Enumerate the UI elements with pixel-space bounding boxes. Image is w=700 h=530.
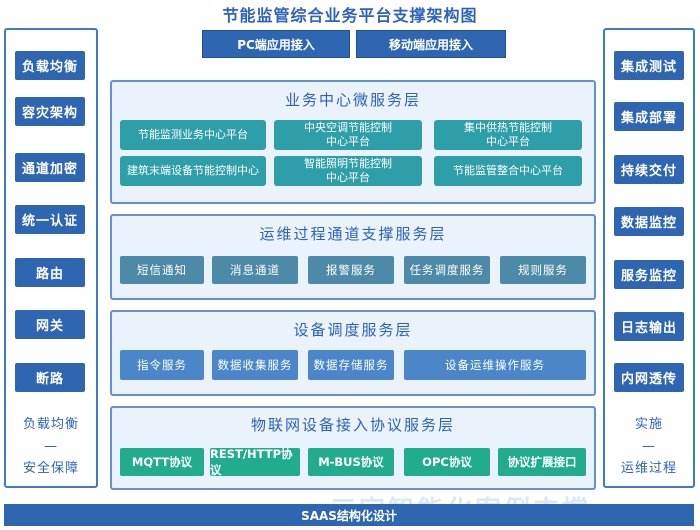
business-box-smart-lighting[interactable]: 智能照明节能控制 中心平台 — [274, 156, 422, 186]
business-box-energy-monitor[interactable]: 节能监测业务中心平台 — [120, 120, 266, 150]
left-item-unified-auth[interactable]: 统一认证 — [15, 205, 85, 234]
iot-protocol-layer: 物联网设备接入协议服务层 MQTT协议 REST/HTTP协议 M-BUS协议 … — [110, 406, 596, 490]
scheduling-layer-title: 设备调度服务层 — [293, 321, 413, 339]
device-scheduling-layer: 设备调度服务层 指令服务 数据收集服务 数据存储服务 设备运维操作服务 — [110, 310, 596, 396]
scheduling-box-device-ops[interactable]: 设备运维操作服务 — [404, 350, 586, 380]
right-item-integration-test[interactable]: 集成测试 — [614, 51, 684, 80]
iot-box-protocol-extension[interactable]: 协议扩展接口 — [498, 448, 586, 476]
page-title: 节能监管综合业务平台支撑架构图 — [222, 6, 478, 25]
left-item-disaster-recovery[interactable]: 容灾架构 — [15, 97, 85, 126]
business-box-text: 中心平台 — [326, 135, 370, 148]
left-item-channel-encryption[interactable]: 通道加密 — [15, 153, 85, 182]
business-box-text: 中心平台 — [486, 135, 530, 148]
left-caption-line-1: 负载均衡 — [22, 417, 79, 432]
business-box-text: 中心平台 — [326, 171, 370, 184]
right-caption-line-1: 实施 — [634, 417, 663, 432]
ops-box-task-scheduling[interactable]: 任务调度服务 — [404, 256, 490, 284]
business-box-text: 集中供热节能控制 — [464, 121, 552, 134]
scheduling-box-data-collection[interactable]: 数据收集服务 — [212, 350, 298, 380]
right-item-continuous-delivery[interactable]: 持续交付 — [614, 155, 684, 184]
left-caption-line-2: 安全保障 — [22, 461, 79, 476]
mobile-access-button[interactable]: 移动端应用接入 — [356, 30, 506, 58]
left-panel: 负载均衡 容灾架构 通道加密 统一认证 路由 网关 断路 负载均衡 — 安全保障 — [4, 28, 98, 488]
left-item-circuit-breaker[interactable]: 断路 — [15, 363, 85, 392]
business-box-text: 节能监测业务中心平台 — [138, 128, 248, 141]
business-box-text: 智能照明节能控制 — [304, 157, 392, 170]
saas-design-bar: SAAS结构化设计 — [4, 504, 694, 526]
iot-box-rest-http[interactable]: REST/HTTP协议 — [210, 447, 300, 477]
ops-box-rules[interactable]: 规则服务 — [500, 256, 586, 284]
ops-box-message-channel[interactable]: 消息通道 — [212, 256, 298, 284]
ops-box-alarm[interactable]: 报警服务 — [308, 256, 394, 284]
ops-support-layer: 运维过程通道支撑服务层 短信通知 消息通道 报警服务 任务调度服务 规则服务 — [110, 214, 596, 300]
ops-layer-title: 运维过程通道支撑服务层 — [259, 225, 447, 243]
business-box-text: 建筑末端设备节能控制中心 — [127, 164, 259, 177]
left-item-gateway[interactable]: 网关 — [15, 310, 85, 339]
business-center-layer: 业务中心微服务层 节能监测业务中心平台 中央空调节能控制 中心平台 集中供热节能… — [110, 80, 596, 204]
right-item-service-monitor[interactable]: 服务监控 — [614, 260, 684, 289]
iot-box-mqtt[interactable]: MQTT协议 — [120, 448, 204, 476]
right-item-log-output[interactable]: 日志输出 — [614, 312, 684, 341]
right-item-data-monitor[interactable]: 数据监控 — [614, 207, 684, 236]
ops-box-sms[interactable]: 短信通知 — [120, 256, 204, 284]
right-caption-dash: — — [642, 439, 656, 454]
business-box-central-ac[interactable]: 中央空调节能控制 中心平台 — [274, 120, 422, 150]
business-box-text: 中央空调节能控制 — [304, 121, 392, 134]
business-box-text: 节能监管整合中心平台 — [453, 164, 563, 177]
iot-layer-title: 物联网设备接入协议服务层 — [250, 416, 455, 434]
scheduling-box-command[interactable]: 指令服务 — [120, 350, 204, 380]
iot-box-opc[interactable]: OPC协议 — [404, 448, 490, 476]
right-item-intranet-tunnel[interactable]: 内网透传 — [614, 363, 684, 392]
business-box-central-heating[interactable]: 集中供热节能控制 中心平台 — [434, 120, 582, 150]
pc-access-button[interactable]: PC端应用接入 — [202, 30, 350, 58]
business-layer-title: 业务中心微服务层 — [284, 91, 421, 109]
left-item-routing[interactable]: 路由 — [15, 258, 85, 287]
right-item-integration-deploy[interactable]: 集成部署 — [614, 102, 684, 131]
left-item-load-balance[interactable]: 负载均衡 — [15, 51, 85, 80]
iot-box-mbus[interactable]: M-BUS协议 — [308, 448, 394, 476]
right-panel: 集成测试 集成部署 持续交付 数据监控 服务监控 日志输出 内网透传 实施 — … — [603, 28, 695, 488]
left-caption-dash: — — [44, 439, 58, 454]
business-box-supervision-integration[interactable]: 节能监管整合中心平台 — [434, 156, 582, 186]
scheduling-box-data-storage[interactable]: 数据存储服务 — [308, 350, 394, 380]
right-caption: 实施 — 运维过程 — [605, 414, 693, 480]
business-box-building-terminal[interactable]: 建筑末端设备节能控制中心 — [120, 156, 266, 186]
left-caption: 负载均衡 — 安全保障 — [6, 414, 96, 480]
right-caption-line-2: 运维过程 — [620, 461, 677, 476]
